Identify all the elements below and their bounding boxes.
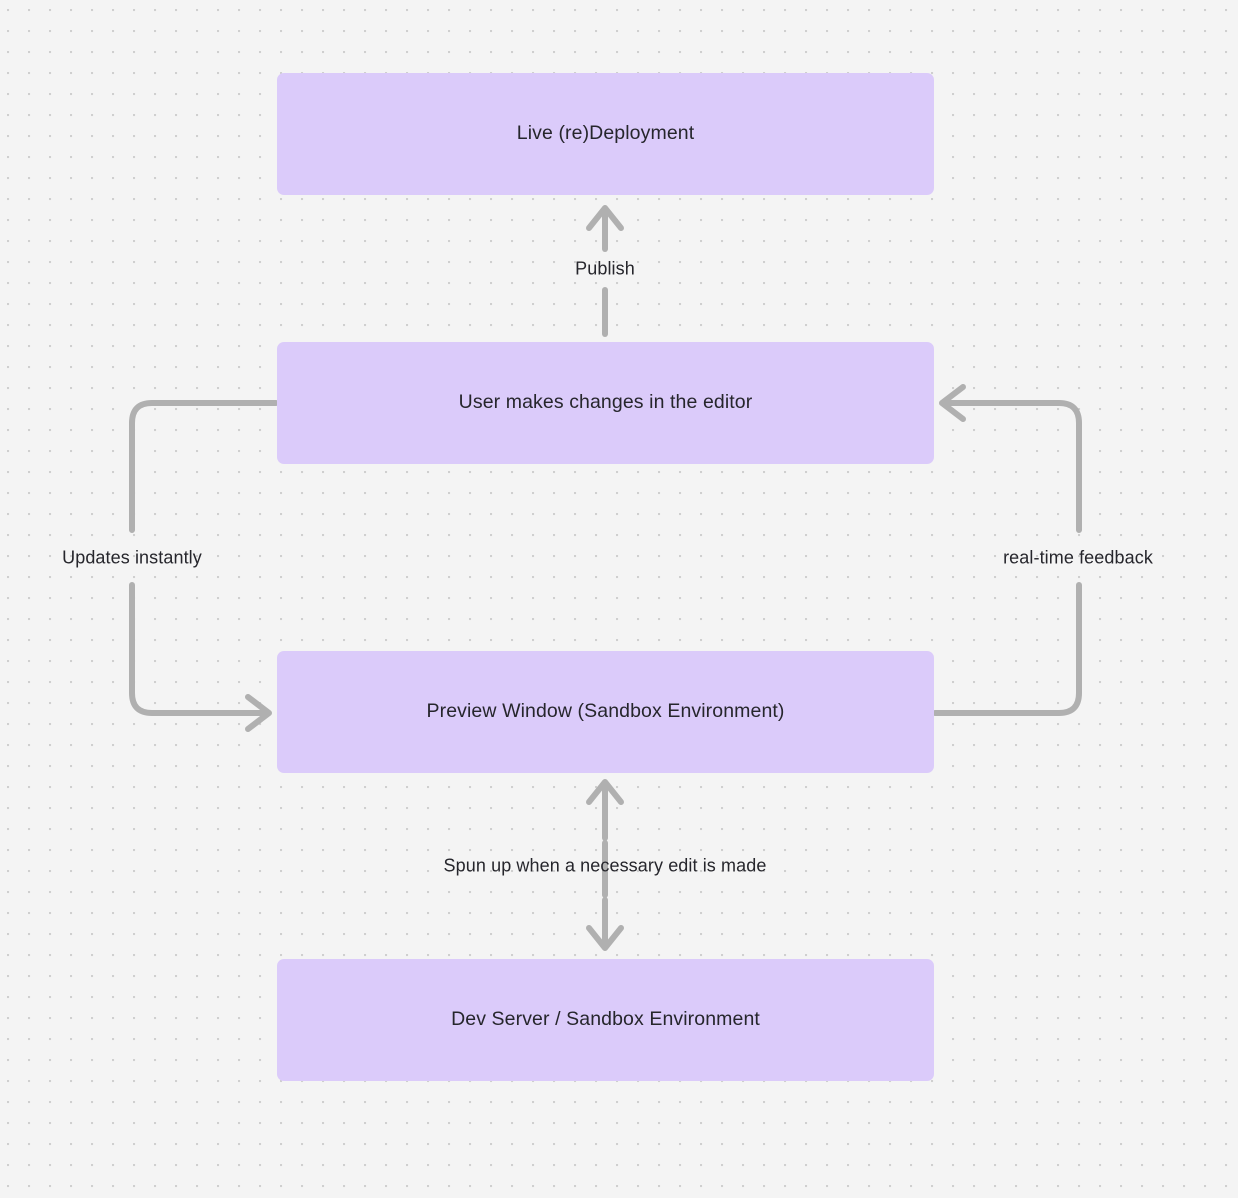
node-preview-window[interactable]: Preview Window (Sandbox Environment): [277, 651, 934, 773]
edge-label-real-time-feedback: real-time feedback: [1003, 547, 1153, 568]
edge-label-updates-instantly: Updates instantly: [62, 547, 202, 568]
node-label-live-deployment: Live (re)Deployment: [516, 122, 695, 145]
node-live-deployment[interactable]: Live (re)Deployment: [277, 73, 934, 195]
node-label-dev-server: Dev Server / Sandbox Environment: [451, 1008, 760, 1031]
edge-label-spun-up: Spun up when a necessary edit is made: [443, 855, 767, 876]
node-dev-server[interactable]: Dev Server / Sandbox Environment: [277, 959, 934, 1081]
edge-label-publish: Publish: [575, 258, 635, 279]
node-label-preview-window: Preview Window (Sandbox Environment): [426, 700, 785, 723]
node-label-user-edits: User makes changes in the editor: [458, 391, 753, 414]
node-user-edits[interactable]: User makes changes in the editor: [277, 342, 934, 464]
